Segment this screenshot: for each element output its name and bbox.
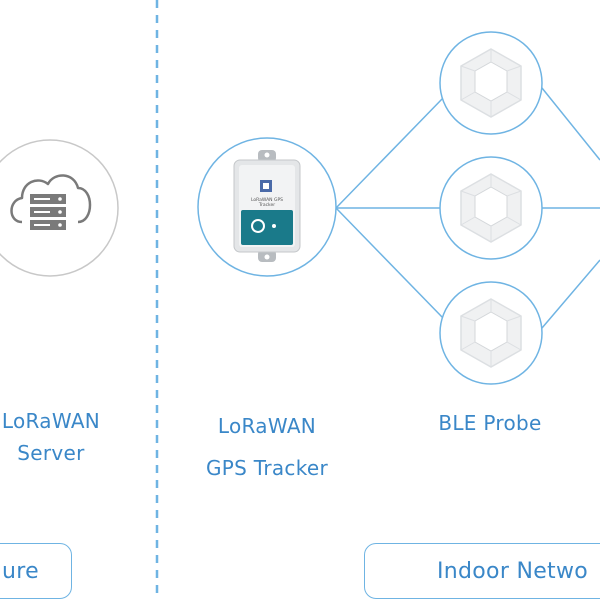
cloud-server-icon [10, 174, 92, 230]
tracker-label-line-1: LoRaWAN [217, 414, 317, 438]
tracker-label: LoRaWAN GPS Tracker [192, 405, 342, 489]
ble-probe-icon [460, 173, 522, 243]
ble-probe-icon [460, 48, 522, 118]
ble-probe-node-middle [439, 156, 543, 260]
tracker-label-line-2: GPS Tracker [205, 456, 329, 480]
ble-probe-icon [460, 298, 522, 368]
tracker-device-text-1: LoRaWAN GPS [251, 197, 283, 203]
left-section-pill-label: ure [2, 559, 39, 584]
left-section-pill: ure [0, 543, 72, 599]
tracker-device-text-2: Tracker [258, 202, 275, 208]
indoor-network-pill: Indoor Netwo [364, 543, 600, 599]
server-label: LoRaWAN Server [0, 405, 112, 469]
tracker-node: LoRaWAN GPS Tracker [197, 137, 337, 277]
probe-label: BLE Probe [420, 407, 560, 439]
server-label-line-2: Server [17, 441, 85, 465]
tracker-probe-links [335, 87, 600, 329]
server-node [0, 139, 119, 277]
link-tracker-probe-bottom [335, 207, 444, 319]
probe-label-text: BLE Probe [438, 411, 542, 435]
ble-probe-node-bottom [439, 281, 543, 385]
server-label-line-1: LoRaWAN [1, 409, 101, 433]
ble-probe-node-top [439, 31, 543, 135]
link-probe-bottom-right [541, 259, 600, 329]
link-tracker-probe-top [335, 97, 444, 209]
link-probe-top-right [541, 87, 600, 161]
gps-tracker-device-icon [233, 150, 301, 262]
indoor-network-pill-label: Indoor Netwo [437, 559, 589, 584]
